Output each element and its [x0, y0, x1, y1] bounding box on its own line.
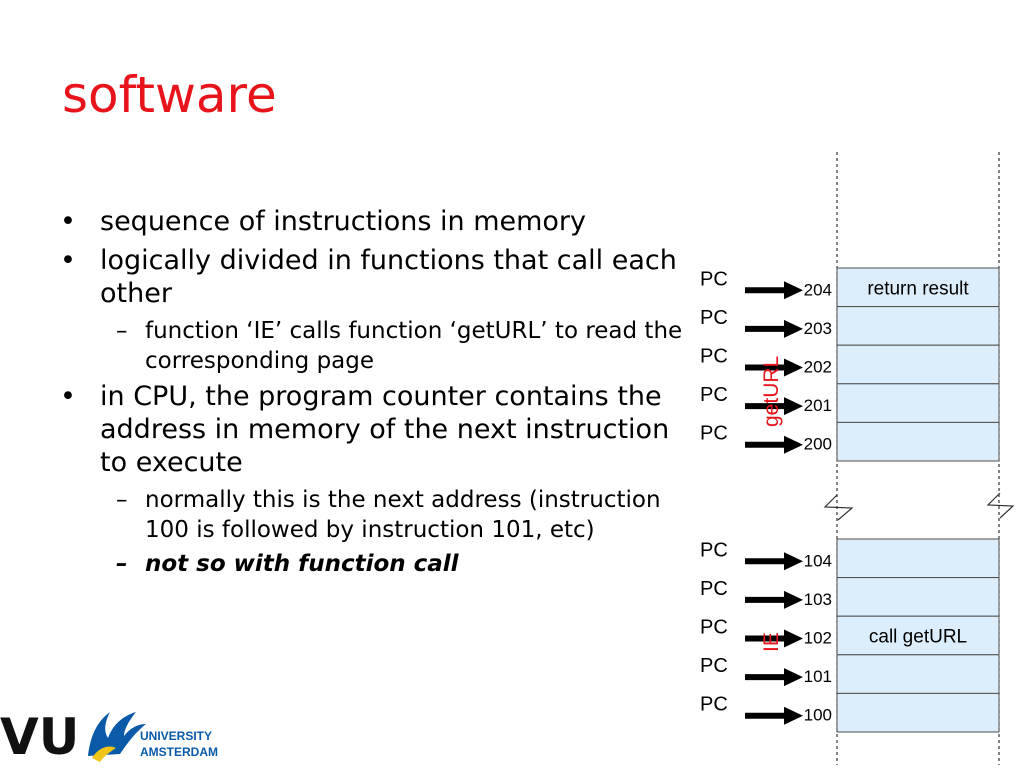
bullet-item: logically divided in functions that call… — [60, 244, 700, 310]
pc-label: PC — [700, 268, 728, 290]
memory-cell — [836, 421, 1000, 462]
griffin-icon — [88, 712, 146, 762]
memory-cell — [836, 538, 1000, 579]
pc-arrow-icon — [784, 668, 803, 687]
memory-break-left — [823, 494, 854, 521]
memory-cell — [836, 615, 1000, 656]
pc-arrow-icon — [784, 706, 803, 725]
pc-label: PC — [700, 578, 728, 600]
bullet-item: in CPU, the program counter contains the… — [60, 380, 700, 479]
logo-mark: VU — [0, 708, 79, 766]
memory-cell — [836, 577, 1000, 617]
memory-cell — [836, 267, 1000, 308]
pc-label: PC — [700, 423, 728, 445]
sub-bullet-item: function ‘IE’ calls function ‘getURL’ to… — [60, 316, 700, 376]
pc-label: PC — [700, 307, 728, 329]
memory-address: 202 — [804, 358, 832, 377]
logo-text-line2: AMSTERDAM — [140, 745, 218, 759]
pc-arrow-icon — [784, 629, 803, 648]
pc-label: PC — [700, 617, 728, 639]
pc-arrow-icon — [784, 435, 803, 454]
page-title: software — [62, 66, 277, 124]
pc-arrow-icon — [784, 552, 803, 571]
memory-address: 200 — [804, 435, 832, 454]
pc-label: PC — [700, 346, 728, 368]
pc-arrow-icon — [784, 281, 803, 300]
memory-cell — [836, 306, 1000, 346]
memory-cell-content: call getURL — [869, 627, 967, 648]
memory-cell — [836, 692, 1000, 733]
pc-arrow-icon — [784, 397, 803, 416]
memory-cell — [836, 344, 1000, 385]
memory-break-right — [986, 492, 1015, 519]
memory-address: 204 — [804, 280, 832, 299]
memory-cell-content: return result — [867, 278, 969, 299]
sub-bullet-item-emphasis: not so with function call — [60, 549, 700, 579]
pc-label: PC — [700, 694, 728, 716]
function-label-ie: IE — [760, 632, 783, 652]
bullet-list: sequence of instructions in memory logic… — [60, 205, 700, 583]
pc-label: PC — [700, 655, 728, 677]
logo-text-line1: UNIVERSITY — [140, 729, 212, 743]
pc-arrow-icon — [784, 319, 803, 338]
bullet-item: sequence of instructions in memory — [60, 205, 700, 238]
pc-arrow-icon — [784, 590, 803, 609]
memory-cell — [836, 383, 1000, 423]
memory-address: 101 — [804, 667, 832, 686]
pc-label: PC — [700, 384, 728, 406]
memory-address: 203 — [804, 319, 832, 338]
memory-address: 103 — [804, 590, 832, 609]
memory-cell — [836, 654, 1000, 694]
vu-amsterdam-logo: VU UNIVERSITY AMSTERDAM — [0, 708, 218, 766]
memory-address: 100 — [804, 706, 832, 725]
memory-address: 104 — [804, 551, 832, 570]
function-label-geturl: getURL — [760, 356, 783, 427]
memory-address: 201 — [804, 396, 832, 415]
sub-bullet-item: normally this is the next address (instr… — [60, 485, 700, 545]
memory-address: 102 — [804, 629, 832, 648]
pc-arrow-icon — [784, 358, 803, 377]
pc-label: PC — [700, 539, 728, 561]
